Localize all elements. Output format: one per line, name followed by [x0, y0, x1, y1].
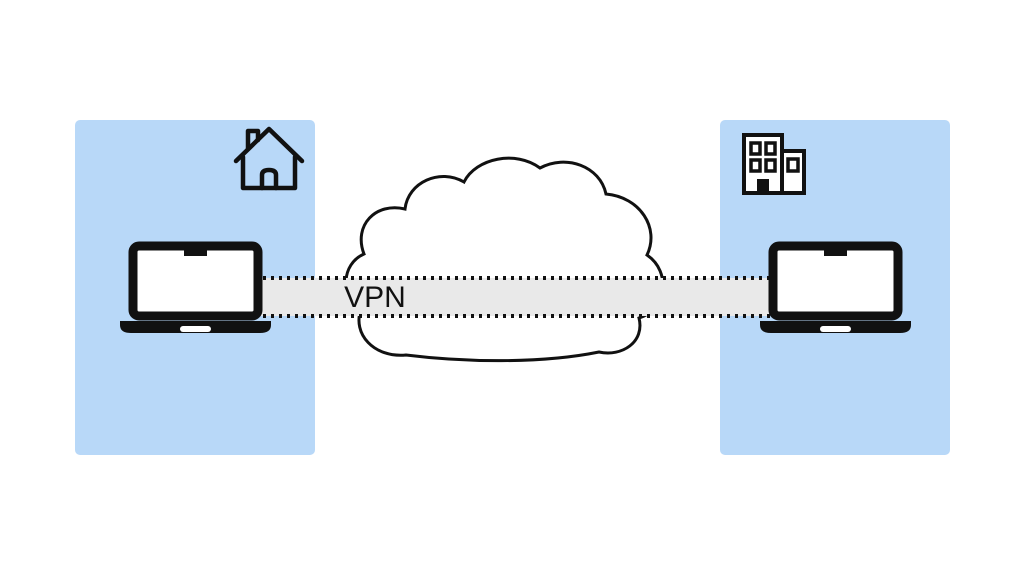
- office-building-icon: [742, 133, 806, 195]
- laptop-icon: [760, 241, 911, 333]
- laptop-screen: [128, 241, 263, 321]
- laptop-base-notch: [820, 326, 851, 332]
- laptop-base-notch: [180, 326, 211, 332]
- house-walls: [240, 154, 298, 191]
- laptop-camera-notch: [824, 248, 847, 256]
- cloud-icon: [344, 156, 665, 363]
- vpn-label: VPN: [344, 281, 406, 314]
- building-window: [764, 158, 777, 173]
- house-icon: [233, 126, 305, 191]
- laptop-icon: [120, 241, 271, 333]
- house-chimney: [245, 128, 261, 152]
- vpn-tunnel: VPN: [255, 276, 780, 318]
- laptop-screen: [768, 241, 903, 321]
- building-annex-window: [786, 157, 800, 173]
- vpn-tunnel-band: [255, 278, 780, 316]
- house-door: [259, 167, 279, 191]
- building-door: [757, 179, 769, 193]
- laptop-camera-notch: [184, 248, 207, 256]
- building-window: [764, 141, 777, 156]
- building-window: [749, 158, 762, 173]
- building-window: [749, 141, 762, 156]
